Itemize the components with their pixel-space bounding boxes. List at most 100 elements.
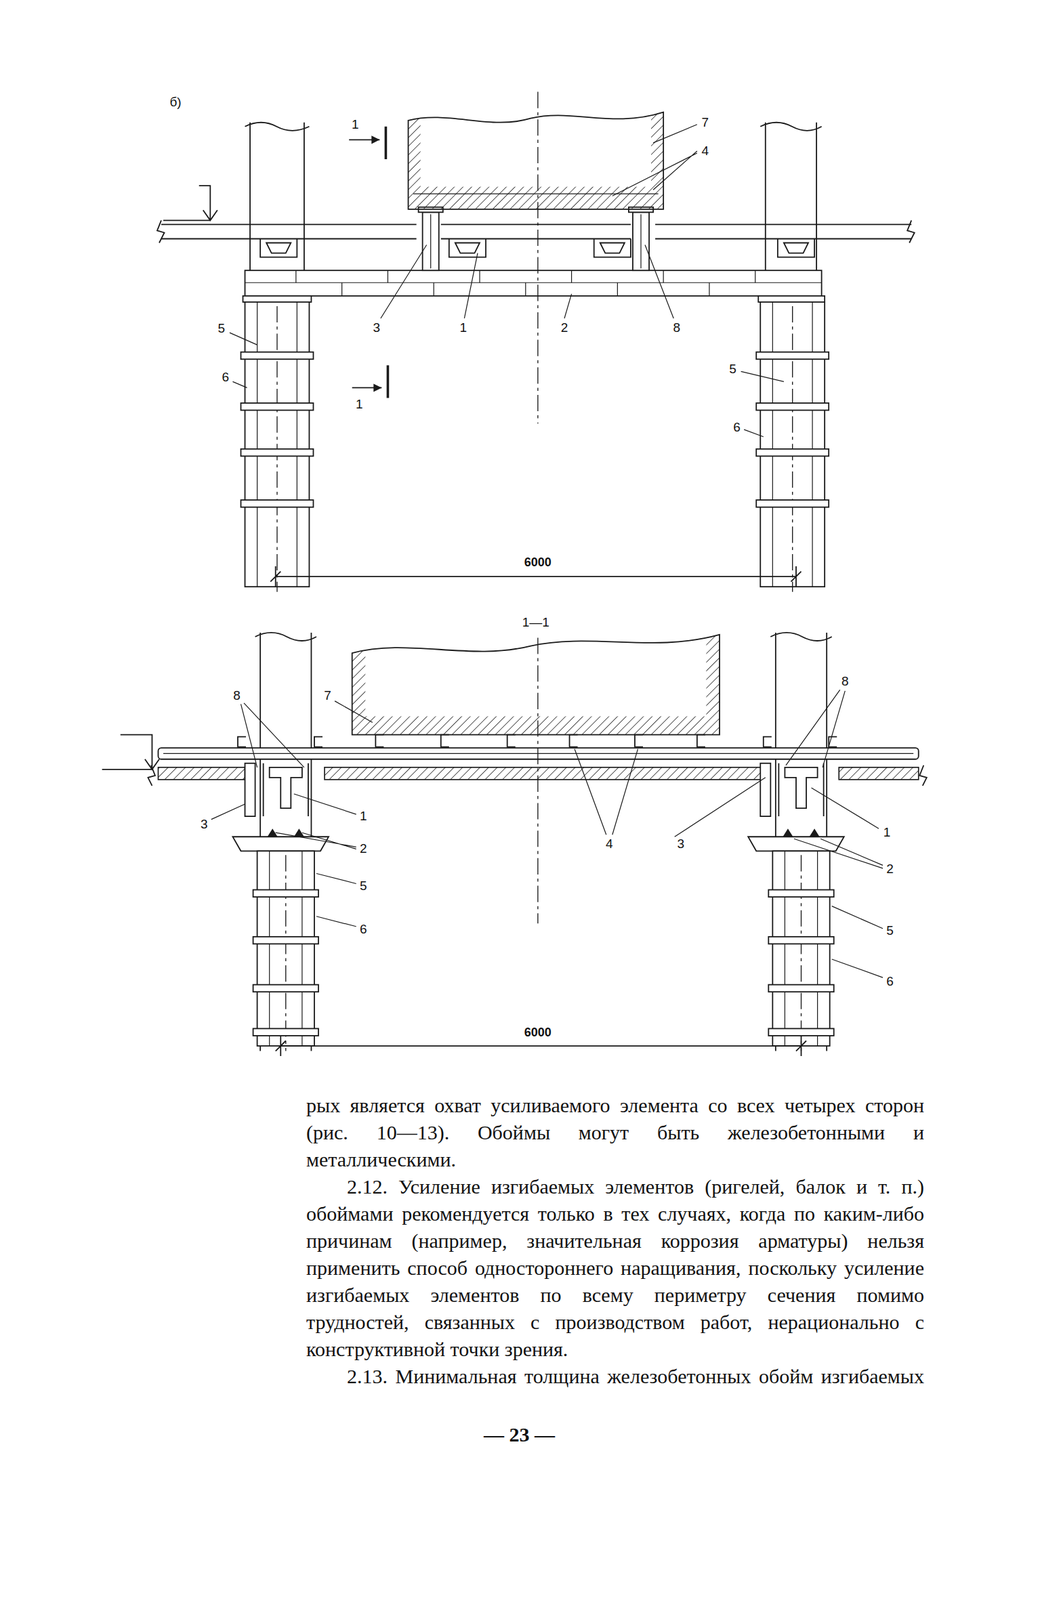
page-number: — 23 — [483,1421,925,1449]
column-jacket [253,850,835,1051]
callout-number: 4 [604,837,615,851]
callout-number: 6 [220,370,232,385]
column [255,632,832,641]
leader-line [743,429,764,438]
leader-line [645,245,674,319]
leader-line [275,832,357,849]
callout-number: 2 [884,862,896,877]
beam-section [263,763,824,817]
callout-number: 6 [731,420,742,435]
axis-line [537,92,539,425]
machine [403,96,669,215]
bracket [232,828,844,851]
column-jacket [756,500,829,508]
section-mark [373,383,382,392]
callout-number: 7 [322,689,333,703]
leader-line [294,794,357,815]
leader-line [211,804,246,820]
column-jacket [253,1028,319,1036]
dimension: 6000 [523,1026,553,1040]
beam-section [269,767,303,809]
section-mark [348,126,388,399]
leader-line [674,777,766,837]
floor-slab [157,220,915,243]
level-mark [163,185,218,221]
floor-slab [838,767,919,780]
leader-line [653,124,698,143]
leader-line [794,838,883,869]
section-label: 1 [350,117,361,132]
axis-line [537,637,539,924]
dimension: 6000 [523,556,553,570]
body-paragraph: 2.13. Минимальная толщина железобетонных… [306,1363,925,1391]
leader-line [832,906,883,929]
callout-number: 1 [358,809,369,824]
callout-number: 1 [458,321,469,335]
column-jacket [241,403,314,411]
leader-line [211,124,883,978]
floor-slab [324,767,762,780]
callout-number: 2 [559,321,570,335]
callout-number: 1 [882,825,893,840]
leader-line [464,253,478,319]
floor-slab [161,224,912,239]
section-label: 1—1 [521,615,551,630]
body-paragraph: рых является охват усиливаемого элемента… [306,1092,925,1174]
column-jacket [768,890,834,898]
body-paragraph: 2.12. Усиление изгибаемых элементов (риг… [306,1173,925,1364]
column-jacket [768,1028,834,1036]
floor-slab [777,238,815,257]
leader-line [229,332,258,345]
callout-number: 5 [358,879,369,893]
column-jacket [241,302,830,593]
support-post [245,763,256,817]
level-mark [102,735,160,770]
callout-number: 4 [700,144,711,158]
floor-slab [157,767,245,780]
column-jacket [241,449,314,457]
figure-label: б) [168,95,183,110]
column-jacket [285,855,802,1051]
bracket [232,836,329,851]
machine [365,622,706,717]
callout-number: 3 [675,837,686,851]
floor-slab [449,238,486,257]
leader-line [316,916,357,927]
machine [403,96,669,215]
column-jacket [768,985,834,993]
column-jacket [253,985,319,993]
section-mark [386,365,390,398]
level-mark [102,735,160,770]
leader-line [564,294,572,319]
support-post [245,763,772,817]
beam-section [784,767,818,809]
text-column: рых является охват усиливаемого элемента… [306,1092,925,1449]
leader-line [241,703,305,768]
channel-support [237,735,837,748]
leader-line [232,381,247,388]
leader-line [612,151,698,196]
support-post [760,763,771,817]
support-post [418,207,654,271]
column-jacket [756,449,829,457]
steel-beam [758,296,825,303]
callout-number: 5 [884,924,896,938]
column-jacket [253,937,319,945]
callout-number: 5 [727,362,738,377]
callout-number: 8 [840,674,851,689]
column-jacket [257,302,813,587]
steel-beam [296,270,756,297]
dimension-line [270,566,801,587]
callout-number: 3 [199,817,210,832]
steel-beam [243,296,312,303]
section-label: 1 [354,397,365,412]
callout-number: 3 [371,321,383,335]
leader-line [380,245,427,319]
callout-number: 6 [358,922,369,937]
steel-beam [245,270,822,297]
machine [420,96,652,187]
leader-line [574,749,638,836]
leader-line [334,701,373,723]
leader-line [316,873,357,884]
